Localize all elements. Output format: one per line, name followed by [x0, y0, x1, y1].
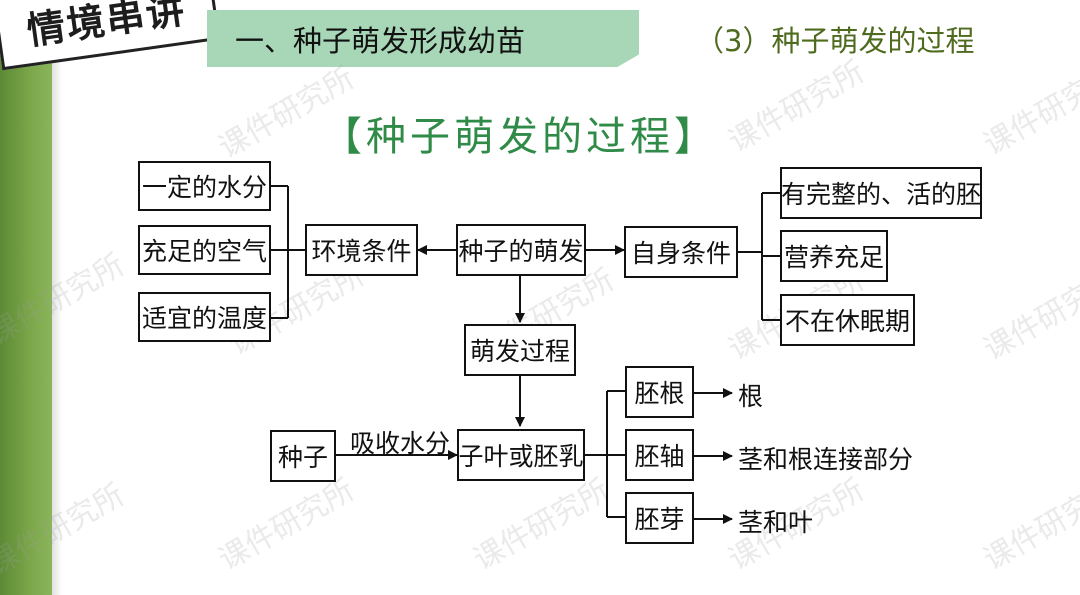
- center-seed-germination-box: 种子的萌发: [456, 224, 586, 276]
- left-decorative-bar: [0, 0, 52, 595]
- section-header-text: 一、种子萌发形成幼苗: [235, 23, 526, 58]
- env-item-water: 一定的水分: [138, 161, 271, 211]
- self-condition-box: 自身条件: [624, 226, 738, 278]
- radicle-box: 胚根: [625, 366, 694, 418]
- self-item-embryo: 有完整的、活的胚: [780, 167, 982, 219]
- seed-box: 种子: [270, 430, 336, 482]
- diagram-title-text: 【种子萌发的过程】: [322, 114, 718, 160]
- self-item-dormancy: 不在休眠期: [780, 294, 915, 346]
- hypocotyl-box: 胚轴: [625, 429, 694, 481]
- env-condition-box: 环境条件: [305, 224, 418, 276]
- hypocotyl-result-label: 茎和根连接部分: [738, 445, 914, 474]
- cotyledon-box: 子叶或胚乳: [457, 429, 585, 481]
- section-header: 一、种子萌发形成幼苗: [207, 10, 639, 67]
- plumule-box: 胚芽: [625, 492, 694, 544]
- plumule-result-label: 茎和叶: [738, 508, 814, 537]
- radicle-result-label: 根: [738, 382, 764, 411]
- absorb-water-label: 吸收水分: [350, 429, 451, 458]
- self-item-nutrition: 营养充足: [780, 230, 888, 282]
- diagram-title: 【种子萌发的过程】: [0, 104, 1080, 162]
- env-item-temperature: 适宜的温度: [138, 292, 271, 342]
- env-item-air: 充足的空气: [138, 225, 271, 275]
- section-subtitle: （3）种子萌发的过程: [695, 24, 975, 58]
- left-bar-shadow: [52, 0, 62, 595]
- process-box: 萌发过程: [464, 324, 576, 376]
